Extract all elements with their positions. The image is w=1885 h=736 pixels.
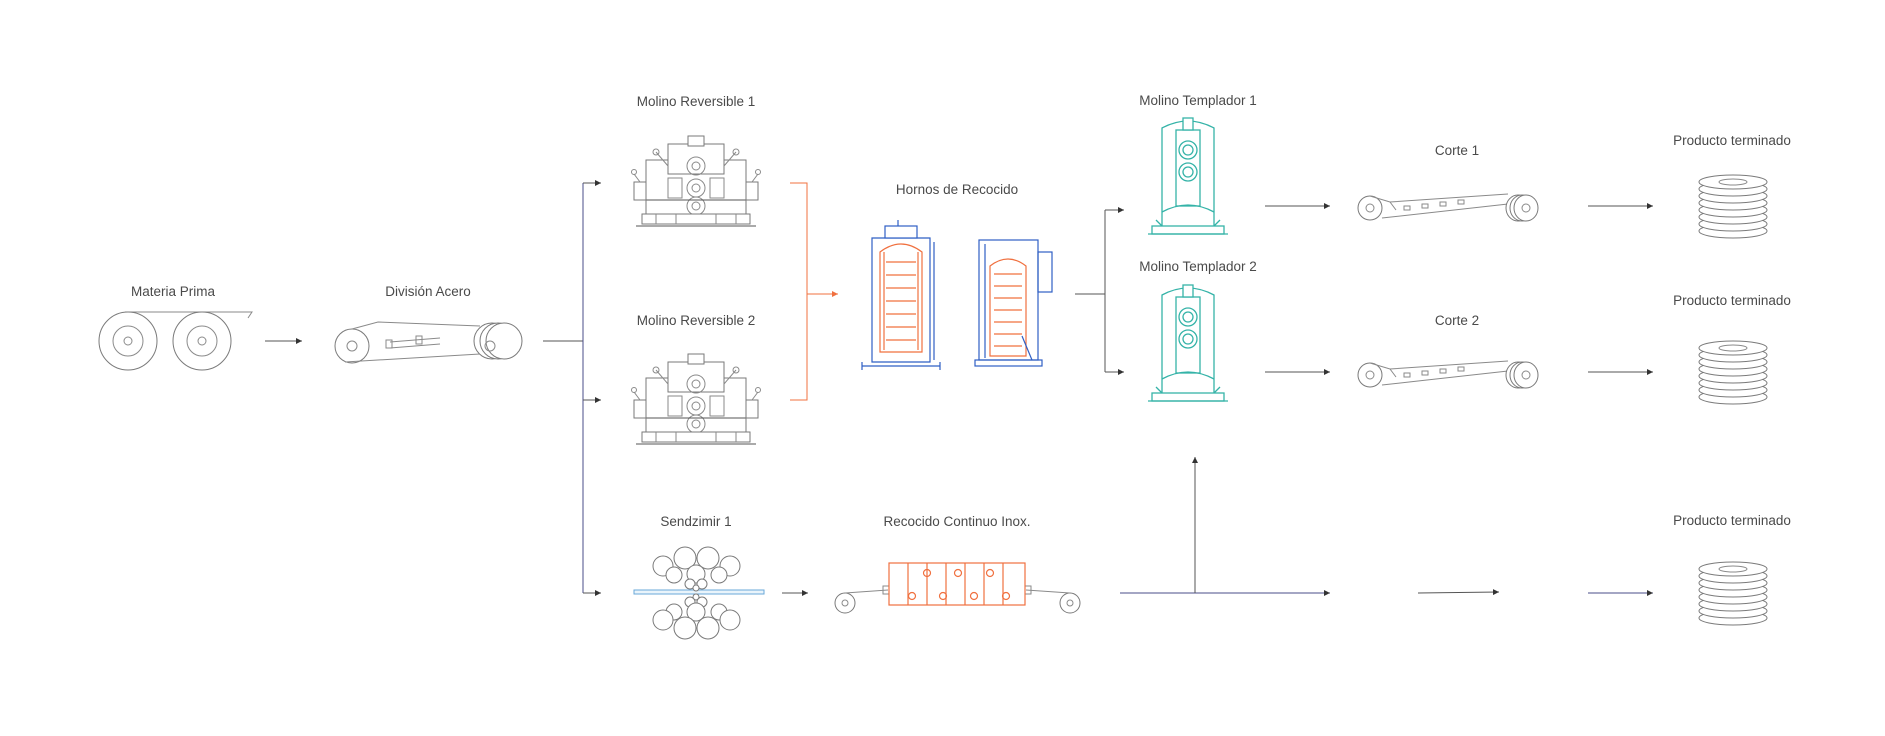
molino-templador-2-node: Molino Templador 2 <box>1139 259 1257 402</box>
division-acero-label: División Acero <box>385 284 471 299</box>
temper-mill-icon <box>1147 117 1229 235</box>
coil-stack-icon <box>1698 561 1768 626</box>
molino-templador-2-label: Molino Templador 2 <box>1139 259 1257 274</box>
arrow-mid-bottom <box>1417 589 1500 596</box>
molino-templador-1-node: Molino Templador 1 <box>1139 93 1257 235</box>
coil-stack-icon <box>1698 340 1768 405</box>
annealing-furnace-icon <box>861 220 1053 370</box>
recocido-continuo-label: Recocido Continuo Inox. <box>883 514 1030 529</box>
recocido-continuo-node: Recocido Continuo Inox. <box>834 514 1081 614</box>
hornos-recocido-node: Hornos de Recocido <box>861 182 1053 370</box>
flow-connectors <box>265 180 1653 596</box>
corte-1-node: Corte 1 <box>1357 143 1539 222</box>
producto-terminado-2-node: Producto terminado <box>1673 293 1791 405</box>
producto-terminado-3-node: Producto terminado <box>1673 513 1791 626</box>
sendzimir-1-label: Sendzimir 1 <box>660 514 731 529</box>
sendzimir-1-node: Sendzimir 1 <box>633 514 765 640</box>
materia-prima-label: Materia Prima <box>131 284 216 299</box>
temper-mill-icon <box>1147 284 1229 402</box>
molino-reversible-1-node: Molino Reversible 1 <box>631 94 761 227</box>
producto-terminado-1-node: Producto terminado <box>1673 133 1791 239</box>
molino-reversible-2-node: Molino Reversible 2 <box>631 313 761 445</box>
molino-reversible-1-label: Molino Reversible 1 <box>637 94 756 109</box>
division-acero-node: División Acero <box>334 284 523 364</box>
cutting-line-icon <box>1357 193 1539 222</box>
producto-terminado-label: Producto terminado <box>1673 513 1791 528</box>
slitting-line-icon <box>334 321 523 364</box>
molino-reversible-2-label: Molino Reversible 2 <box>637 313 756 328</box>
materia-prima-node: Materia Prima <box>98 284 253 371</box>
molino-templador-1-label: Molino Templador 1 <box>1139 93 1257 108</box>
hornos-recocido-label: Hornos de Recocido <box>896 182 1018 197</box>
corte-2-node: Corte 2 <box>1357 313 1539 389</box>
reversing-mill-icon <box>631 135 761 227</box>
producto-terminado-label: Producto terminado <box>1673 133 1791 148</box>
cutting-line-icon <box>1357 360 1539 389</box>
producto-terminado-label: Producto terminado <box>1673 293 1791 308</box>
bracket-reversible-to-hornos <box>790 182 808 401</box>
corte-1-label: Corte 1 <box>1435 143 1479 158</box>
sendzimir-mill-icon <box>633 546 765 640</box>
continuous-annealing-icon <box>834 562 1081 614</box>
steel-coils-icon <box>98 311 253 371</box>
coil-stack-icon <box>1698 174 1768 239</box>
corte-2-label: Corte 2 <box>1435 313 1479 328</box>
reversing-mill-icon <box>631 353 761 445</box>
